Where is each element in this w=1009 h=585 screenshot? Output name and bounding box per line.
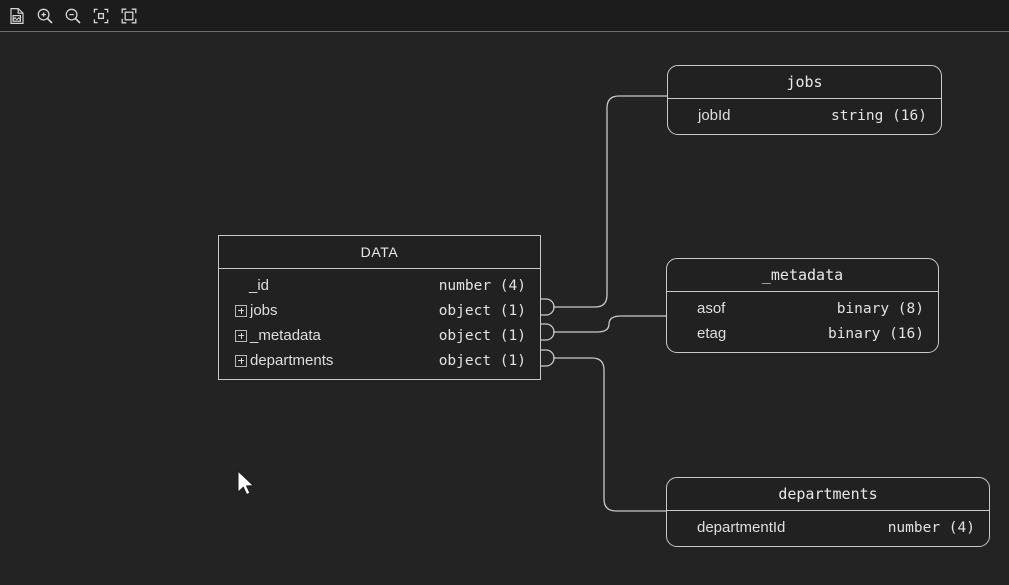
field-type: string (16) [830,107,927,124]
field-name: etag [697,325,727,342]
field-name: departments [235,352,333,369]
field-type: binary (8) [836,300,924,317]
zoom-out-icon [63,6,83,26]
table-row[interactable]: asof binary (8) [667,296,938,321]
table-fields-data: _id number (4) jobs object (1) _metadata… [219,269,540,379]
zoom-in-icon [35,6,55,26]
table-metadata[interactable]: _metadata asof binary (8) etag binary (1… [666,258,939,353]
link-endpoint-metadata [541,323,555,341]
zoom-to-selection-button[interactable] [88,3,114,29]
fit-to-screen-button[interactable] [116,3,142,29]
toolbar [0,0,1009,32]
export-image-button[interactable] [4,3,30,29]
zoom-in-button[interactable] [32,3,58,29]
field-type: object (1) [438,352,526,369]
zoom-to-selection-icon [91,6,111,26]
table-data[interactable]: DATA _id number (4) jobs object (1) [218,235,541,380]
table-row[interactable]: departments object (1) [219,348,540,373]
table-fields-departments: departmentId number (4) [667,511,989,546]
table-departments[interactable]: departments departmentId number (4) [666,477,990,547]
table-title-metadata: _metadata [667,259,938,292]
table-fields-metadata: asof binary (8) etag binary (16) [667,292,938,352]
mouse-cursor [237,469,255,496]
link-endpoint-departments [541,349,555,367]
expand-plus-icon[interactable] [235,329,247,342]
expand-plus-icon[interactable] [235,354,247,367]
link-endpoint-jobs [541,298,555,316]
field-name: _metadata [235,327,321,344]
field-type: object (1) [438,327,526,344]
field-type: object (1) [438,302,526,319]
field-type: number (4) [438,277,526,294]
field-type: binary (16) [827,325,924,342]
link-data-jobs [553,95,667,308]
table-row[interactable]: jobs object (1) [219,298,540,323]
field-name: asof [697,300,726,317]
table-row[interactable]: departmentId number (4) [667,515,989,540]
link-data-metadata [553,315,666,333]
table-row[interactable]: _id number (4) [219,273,540,298]
table-row[interactable]: _metadata object (1) [219,323,540,348]
fit-to-screen-icon [119,6,139,26]
link-data-departments [553,357,666,512]
table-row[interactable]: etag binary (16) [667,321,938,346]
table-title-data: DATA [219,236,540,269]
table-fields-jobs: jobId string (16) [668,99,941,134]
field-name: jobId [698,107,731,124]
field-name: jobs [235,302,278,319]
table-title-departments: departments [667,478,989,511]
diagram-canvas[interactable]: DATA _id number (4) jobs object (1) [0,33,1009,585]
field-type: number (4) [887,519,975,536]
table-jobs[interactable]: jobs jobId string (16) [667,65,942,135]
field-name: _id [249,277,270,294]
zoom-out-button[interactable] [60,3,86,29]
export-image-icon [7,6,27,26]
table-row[interactable]: jobId string (16) [668,103,941,128]
table-title-jobs: jobs [668,66,941,99]
expand-plus-icon[interactable] [235,304,247,317]
field-name: departmentId [697,519,786,536]
